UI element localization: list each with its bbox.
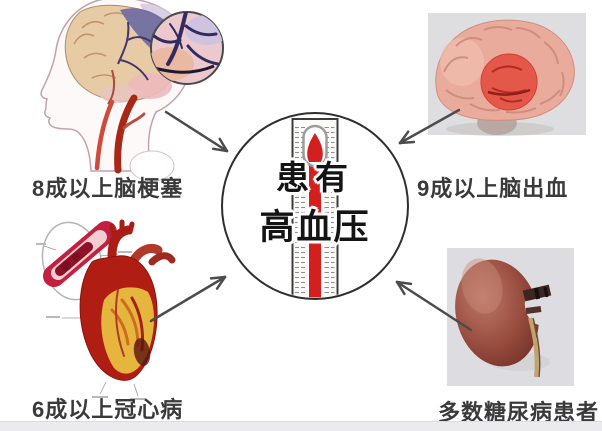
arrow-bottom-left-icon <box>149 275 227 323</box>
bottom-gray-strip <box>0 421 602 431</box>
arrow-top-right-icon <box>398 108 461 145</box>
label-diabetes-patients: 多数糖尿病患者 <box>438 400 600 425</box>
label-coronary-disease: 6成以上冠心病 <box>32 397 184 422</box>
head-neck-arteries-illustration <box>40 0 224 182</box>
arrow-top-left-icon <box>164 110 229 153</box>
label-cerebral-infarction: 8成以上脑梗塞 <box>32 176 184 201</box>
brain-hemorrhage-illustration <box>428 13 586 136</box>
blood-pressure-thermometer-illustration <box>221 112 409 300</box>
center-title-line2: 高血压 <box>259 208 371 247</box>
vessel-magnifier-inset <box>150 11 224 85</box>
heart-coronary-illustration <box>36 219 176 400</box>
center-title-line1: 患有 <box>276 159 354 196</box>
arrow-bottom-right-icon <box>395 280 473 332</box>
label-cerebral-hemorrhage: 9成以上脑出血 <box>417 176 569 201</box>
kidney-illustration <box>447 248 574 386</box>
tiny-annotation-text <box>36 243 146 400</box>
